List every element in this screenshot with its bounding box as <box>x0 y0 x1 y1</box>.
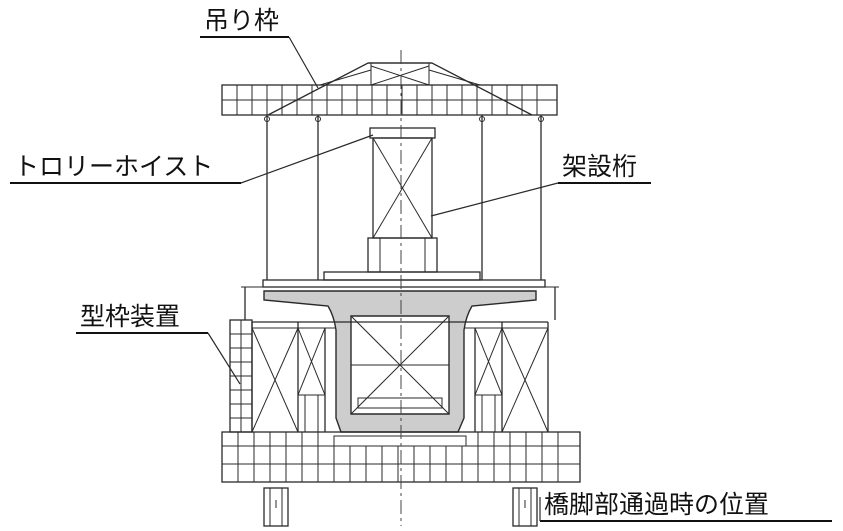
bottom-platform-grid <box>237 432 559 482</box>
label-formwork-device-group: 型枠装置 <box>76 302 241 385</box>
label-hanging-frame: 吊り枠 <box>204 6 279 35</box>
label-trolley-hoist-group: トロリーホイスト <box>10 134 374 184</box>
hanging-frame-grid <box>236 85 538 115</box>
support-legs <box>263 487 538 527</box>
label-pier-passing-position-group: 橋脚部通過時の位置 <box>539 490 832 522</box>
label-erection-girder-group: 架設桁 <box>430 152 651 217</box>
label-pier-passing-position: 橋脚部通過時の位置 <box>544 490 769 519</box>
label-trolley-hoist: トロリーホイスト <box>14 152 213 181</box>
hanging-frame <box>221 62 558 116</box>
hanger-rods <box>264 115 544 280</box>
label-hanging-frame-group: 吊り枠 <box>200 6 319 89</box>
upper-platform <box>241 271 559 320</box>
label-erection-girder: 架設桁 <box>562 152 637 181</box>
roof-truss <box>267 62 533 116</box>
label-formwork-device: 型枠装置 <box>80 302 180 331</box>
erection-girder <box>367 127 438 273</box>
